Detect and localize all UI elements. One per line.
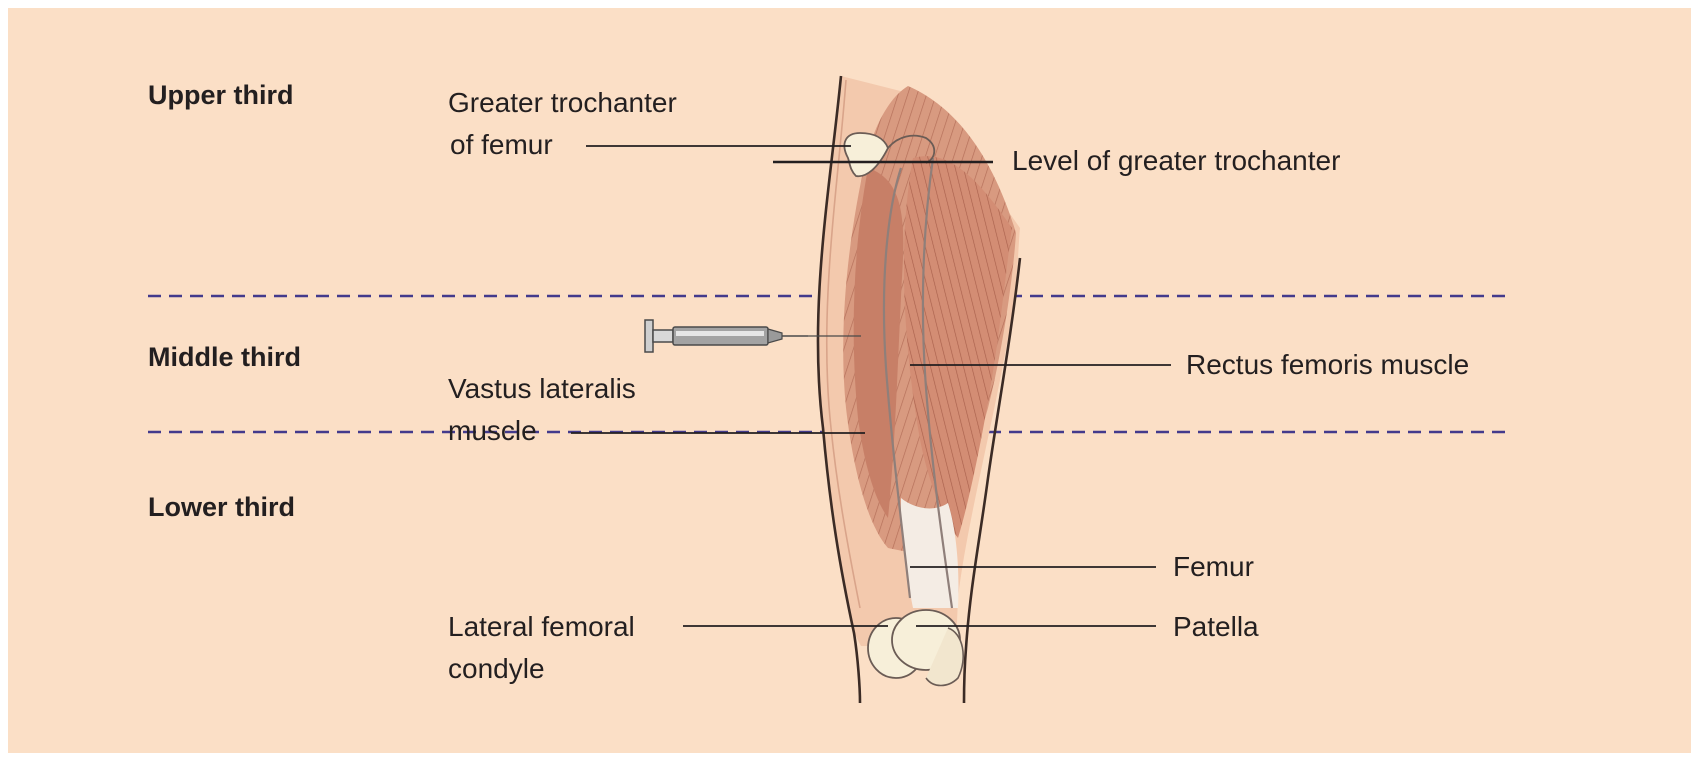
label-greater-trochanter-1: Greater trochanter xyxy=(448,86,677,120)
label-rectus-femoris: Rectus femoris muscle xyxy=(1186,348,1469,382)
figure-panel: Upper third Middle third Lower third Gre… xyxy=(8,8,1691,753)
label-lateral-condyle-2: condyle xyxy=(448,652,545,686)
label-vastus-lateralis-2: muscle xyxy=(448,414,537,448)
label-lateral-condyle-1: Lateral femoral xyxy=(448,610,635,644)
label-greater-trochanter-2: of femur xyxy=(450,128,553,162)
section-label-lower: Lower third xyxy=(148,490,295,524)
label-level-greater-trochanter: Level of greater trochanter xyxy=(1012,144,1340,178)
label-patella: Patella xyxy=(1173,610,1259,644)
section-label-upper: Upper third xyxy=(148,78,294,112)
label-vastus-lateralis-1: Vastus lateralis xyxy=(448,372,636,406)
section-label-middle: Middle third xyxy=(148,340,301,374)
label-femur: Femur xyxy=(1173,550,1254,584)
